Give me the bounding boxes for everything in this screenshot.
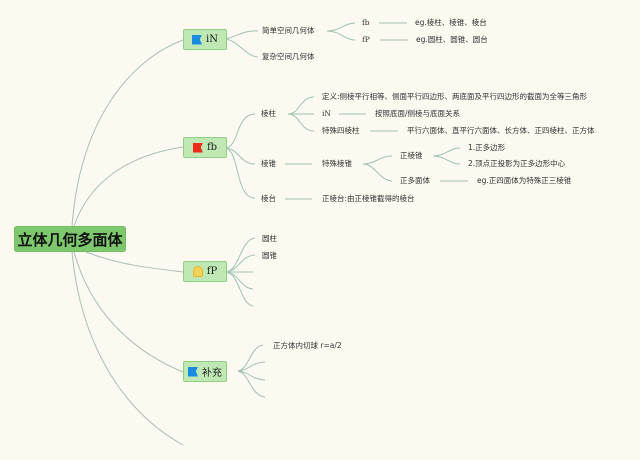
link-root-to-supplement xyxy=(73,251,184,373)
branch-in[interactable]: iN xyxy=(183,29,227,50)
node-special-quad-prism[interactable]: 特殊四棱柱 xyxy=(322,126,360,135)
branch-label: fb xyxy=(206,142,218,153)
gold-medal-icon xyxy=(192,266,203,277)
link-fb-pyramid xyxy=(225,147,256,165)
link-fb-prism xyxy=(225,113,256,149)
blue-flag-icon xyxy=(188,366,198,377)
link-fp-4 xyxy=(225,271,254,290)
root-topic[interactable]: 立体几何多面体 xyxy=(14,226,126,252)
node-fp-examples[interactable]: eg.圆柱、圆锥、圆台 xyxy=(416,35,488,44)
node-frustum[interactable]: 棱台 xyxy=(261,194,276,203)
node-fb[interactable]: fb xyxy=(362,18,370,27)
link-sup-1 xyxy=(237,344,264,372)
branch-label: iN xyxy=(206,34,218,45)
link-in-simple xyxy=(225,30,259,40)
node-inscribed-sphere[interactable]: 正方体内切球 r=a/2 xyxy=(273,341,342,350)
link-fp-1 xyxy=(225,237,256,273)
link-sup-4 xyxy=(237,370,266,398)
node-special-quad-prism-list[interactable]: 平行六面体、直平行六面体、长方体、正四棱柱、正方体 xyxy=(407,126,595,135)
node-cone[interactable]: 圆锥 xyxy=(262,251,277,260)
link-sup-3 xyxy=(237,370,266,381)
node-prism-classification[interactable]: 按照底面/侧棱与底面关系 xyxy=(375,109,461,118)
link-prism-special xyxy=(287,113,315,132)
node-regular-polygon[interactable]: 1.正多边形 xyxy=(468,143,506,152)
node-apex-projection[interactable]: 2.顶点正投影为正多边形中心 xyxy=(468,159,566,168)
link-regular-1 xyxy=(432,147,461,157)
node-prism-in[interactable]: iN xyxy=(322,109,331,118)
link-root-to-extra xyxy=(71,251,184,446)
link-sup-2 xyxy=(237,361,266,372)
link-special-polyhedron xyxy=(362,163,393,182)
branch-supplement[interactable]: 补充 xyxy=(183,361,227,382)
link-regular-2 xyxy=(432,155,461,165)
link-root-to-in xyxy=(71,39,184,227)
link-in-complex xyxy=(225,38,259,58)
node-simple-solids[interactable]: 简单空间几何体 xyxy=(262,26,315,35)
node-special-pyramid[interactable]: 特殊棱锥 xyxy=(322,159,352,168)
link-root-to-fb xyxy=(73,146,184,227)
node-regular-pyramid[interactable]: 正棱锥 xyxy=(400,151,423,160)
link-prism-def xyxy=(287,96,315,115)
node-tetrahedron-example[interactable]: eg.正四面体为特殊正三棱锥 xyxy=(477,176,572,185)
link-special-regular xyxy=(362,155,393,165)
node-regular-polyhedron[interactable]: 正多面体 xyxy=(400,176,430,185)
node-fb-examples[interactable]: eg.棱柱、棱锥、棱台 xyxy=(415,18,487,27)
node-fp[interactable]: fP xyxy=(362,35,370,44)
link-fp-5 xyxy=(225,271,254,307)
blue-flag-icon xyxy=(192,34,203,45)
node-regular-frustum[interactable]: 正棱台:由正棱锥截得的棱台 xyxy=(322,194,415,203)
link-simple-fb xyxy=(326,22,356,32)
branch-label: fP xyxy=(206,266,218,277)
node-pyramid[interactable]: 棱锥 xyxy=(261,159,276,168)
node-prism-definition[interactable]: 定义:侧棱平行相等、侧面平行四边形、两底面及平行四边形的截面为全等三角形 xyxy=(322,92,588,101)
link-fb-frustum xyxy=(225,147,256,199)
link-simple-fp xyxy=(326,30,356,41)
red-flag-icon xyxy=(192,142,203,153)
node-prism[interactable]: 棱柱 xyxy=(261,109,276,118)
node-complex-solids[interactable]: 复杂空间几何体 xyxy=(262,52,315,61)
branch-fb[interactable]: fb xyxy=(183,137,227,158)
link-root-to-fp xyxy=(85,251,184,273)
branch-fp[interactable]: fP xyxy=(183,261,227,282)
link-fp-2 xyxy=(225,254,256,273)
branch-label: 补充 xyxy=(202,368,222,379)
node-cylinder[interactable]: 圆柱 xyxy=(262,234,277,243)
